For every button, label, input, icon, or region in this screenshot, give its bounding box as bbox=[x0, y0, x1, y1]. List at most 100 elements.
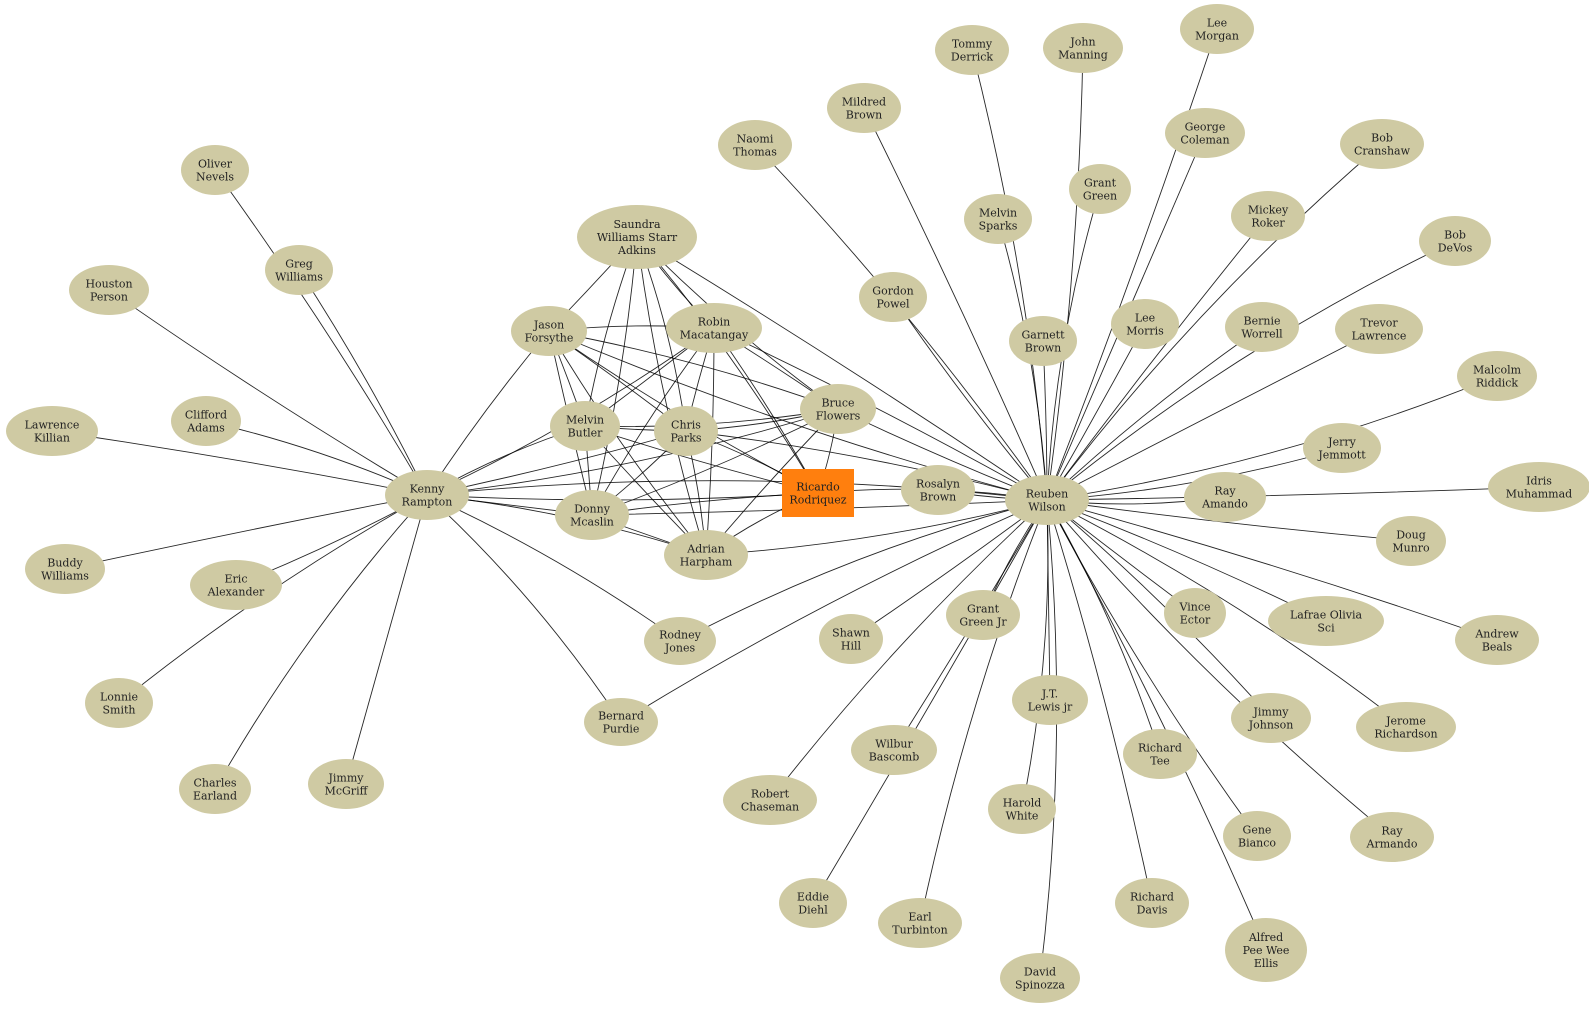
node-georgec-label-1: Coleman bbox=[1180, 134, 1229, 147]
node-jimmym-ellipse bbox=[308, 759, 384, 809]
edge-reuben-richardd bbox=[1046, 499, 1153, 904]
node-georgec-label-0: George bbox=[1185, 121, 1226, 134]
edge-reuben-trevor bbox=[1046, 328, 1380, 501]
node-richardt-ellipse bbox=[1123, 729, 1197, 779]
node-andrew-ellipse bbox=[1455, 615, 1539, 665]
node-andrew-label-0: Andrew bbox=[1474, 628, 1519, 641]
node-reuben-ellipse bbox=[1005, 475, 1089, 525]
edge-reuben-harold bbox=[1021, 499, 1049, 810]
node-reuben-label-1: Wilson bbox=[1028, 501, 1066, 514]
node-grantjr-ellipse bbox=[946, 590, 1020, 640]
node-lawrence-label-0: Lawrence bbox=[25, 419, 80, 432]
node-georgec-ellipse bbox=[1165, 108, 1245, 158]
node-john-label-1: Manning bbox=[1058, 49, 1108, 62]
node-jtlewis[interactable]: J.T.Lewis jr bbox=[1012, 675, 1088, 725]
node-mickey-label-0: Mickey bbox=[1248, 204, 1289, 217]
node-doug-ellipse bbox=[1376, 516, 1446, 566]
edge-reuben-jerome bbox=[1046, 499, 1407, 728]
node-garnett-label-0: Garnett bbox=[1021, 329, 1065, 342]
node-bobd-ellipse bbox=[1419, 216, 1491, 266]
node-melvinb-label-1: Butler bbox=[568, 427, 604, 440]
edge-reuben-idris bbox=[1046, 486, 1540, 501]
node-mickey-ellipse bbox=[1231, 191, 1305, 241]
node-greg-label-0: Greg bbox=[285, 258, 313, 271]
node-mildred-label-1: Brown bbox=[846, 109, 882, 122]
node-melvins-label-0: Melvin bbox=[979, 207, 1017, 220]
node-jerome-label-1: Richardson bbox=[1374, 728, 1437, 741]
node-saundra-label-1: Williams Starr bbox=[597, 231, 678, 244]
node-shawn-label-0: Shawn bbox=[832, 627, 870, 640]
node-jimmym-label-1: McGriff bbox=[325, 785, 369, 798]
edge-reuben-mildred bbox=[863, 107, 1048, 501]
edge-kenny-jimmym bbox=[345, 494, 428, 785]
edge-reuben-rodney bbox=[679, 499, 1048, 642]
node-bernard-label-1: Purdie bbox=[603, 723, 640, 736]
node-idris-label-0: Idris bbox=[1526, 475, 1552, 488]
node-bernie-label-1: Worrell bbox=[1241, 328, 1283, 341]
